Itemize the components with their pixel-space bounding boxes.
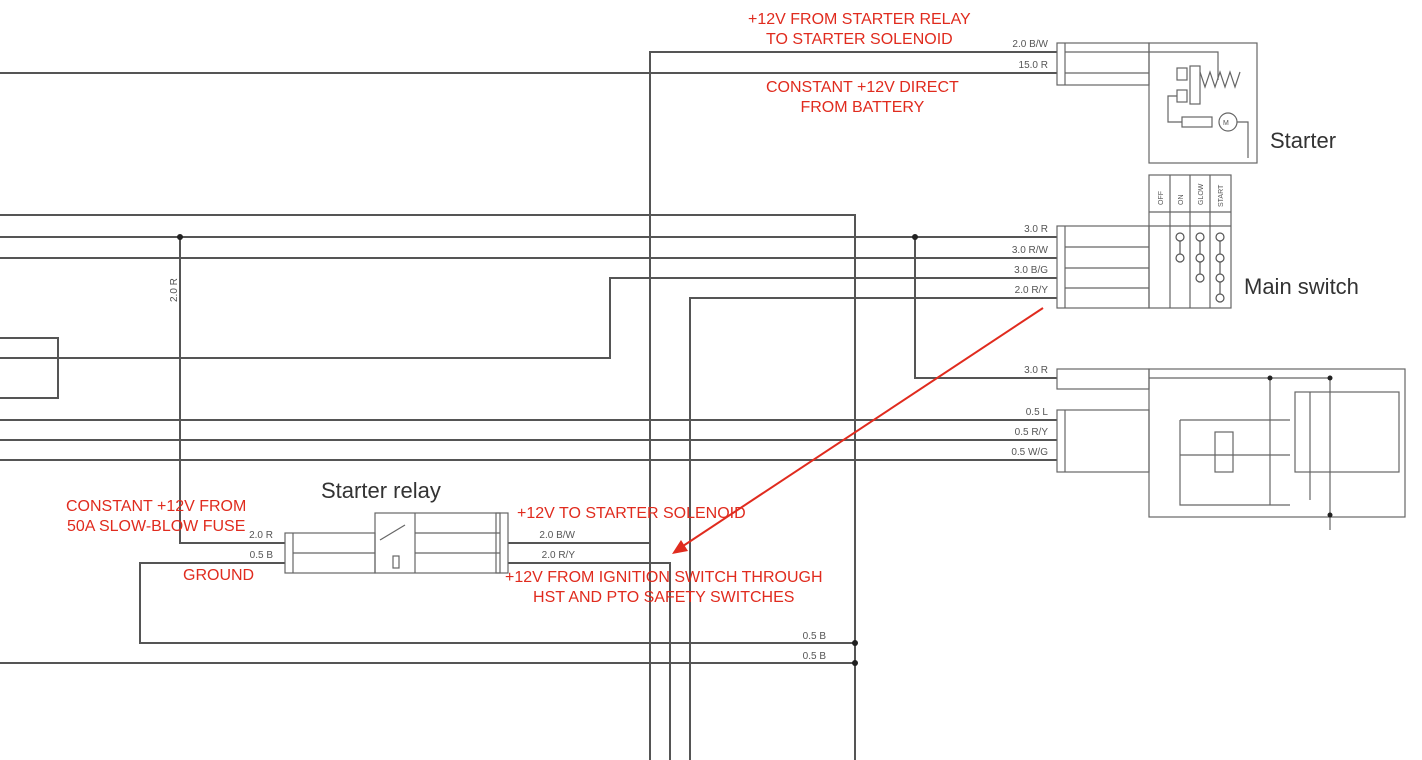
wire-label: 3.0 B/G: [1014, 265, 1048, 276]
annotation-line: HST AND PTO SAFETY SWITCHES: [533, 589, 795, 606]
annotation-constant-fuse: CONSTANT +12V FROM 50A SLOW-BLOW FUSE: [66, 497, 246, 537]
annotation-ground: GROUND: [183, 567, 255, 584]
annotation-line: CONSTANT +12V FROM: [66, 498, 247, 515]
starter-relay-symbol: [284, 512, 509, 574]
switch-position-on: ON: [1178, 195, 1185, 206]
main-switch-label: Main switch: [1244, 274, 1359, 299]
annotation-line: +12V FROM IGNITION SWITCH THROUGH: [505, 569, 823, 586]
wire-label: 0.5 B: [803, 631, 827, 642]
wire-label: 0.5 B: [250, 550, 274, 561]
switch-position-glow: GLOW: [1198, 183, 1205, 205]
wire-label: 2.0 R/Y: [542, 550, 576, 561]
annotation-line: FROM BATTERY: [800, 99, 925, 116]
regulator-symbol: [1056, 368, 1406, 530]
wire-label: 2.0 B/W: [1012, 39, 1048, 50]
wire-label: 3.0 R: [1024, 365, 1048, 376]
annotation-line: +12V FROM STARTER RELAY: [748, 11, 971, 28]
svg-text:M: M: [1223, 120, 1229, 127]
annotation-starter-relay-to-solenoid: +12V FROM STARTER RELAY TO STARTER SOLEN…: [748, 10, 971, 50]
annotation-line: 50A SLOW-BLOW FUSE: [66, 518, 246, 535]
wire-label: 2.0 R: [249, 530, 273, 541]
annotation-from-ignition: +12V FROM IGNITION SWITCH THROUGH HST AN…: [505, 568, 823, 608]
starter-symbol: M: [1056, 42, 1258, 164]
wire-label: 0.5 L: [1026, 407, 1049, 418]
annotation-line: TO STARTER SOLENOID: [766, 31, 953, 48]
wire-label: 2.0 B/W: [539, 530, 575, 541]
wire-label: 0.5 R/Y: [1015, 427, 1049, 438]
wire-label: 0.5 W/G: [1011, 447, 1048, 458]
wire-label: 3.0 R: [1024, 224, 1048, 235]
main-switch-symbol: OFF ON GLOW START: [1056, 174, 1232, 309]
annotation-constant-battery: CONSTANT +12V DIRECT FROM BATTERY: [766, 78, 959, 118]
annotation-line: CONSTANT +12V DIRECT: [766, 79, 959, 96]
wire-label: 3.0 R/W: [1012, 245, 1049, 256]
annotation-to-solenoid: +12V TO STARTER SOLENOID: [517, 505, 746, 522]
starter-label: Starter: [1270, 128, 1337, 153]
wire-label: 0.5 B: [803, 651, 827, 662]
starter-relay-label: Starter relay: [321, 478, 441, 503]
wire-label: 2.0 R: [169, 278, 180, 302]
switch-position-off: OFF: [1158, 191, 1165, 205]
wire-label: 2.0 R/Y: [1015, 285, 1049, 296]
switch-position-start: START: [1218, 184, 1225, 207]
wire-labels: 2.0 B/W 15.0 R 3.0 R 3.0 R/W 3.0 B/G 2.0…: [169, 39, 1049, 662]
annotation-arrow: [672, 307, 1044, 554]
wires: [0, 51, 1057, 760]
wire-label: 15.0 R: [1019, 60, 1048, 71]
